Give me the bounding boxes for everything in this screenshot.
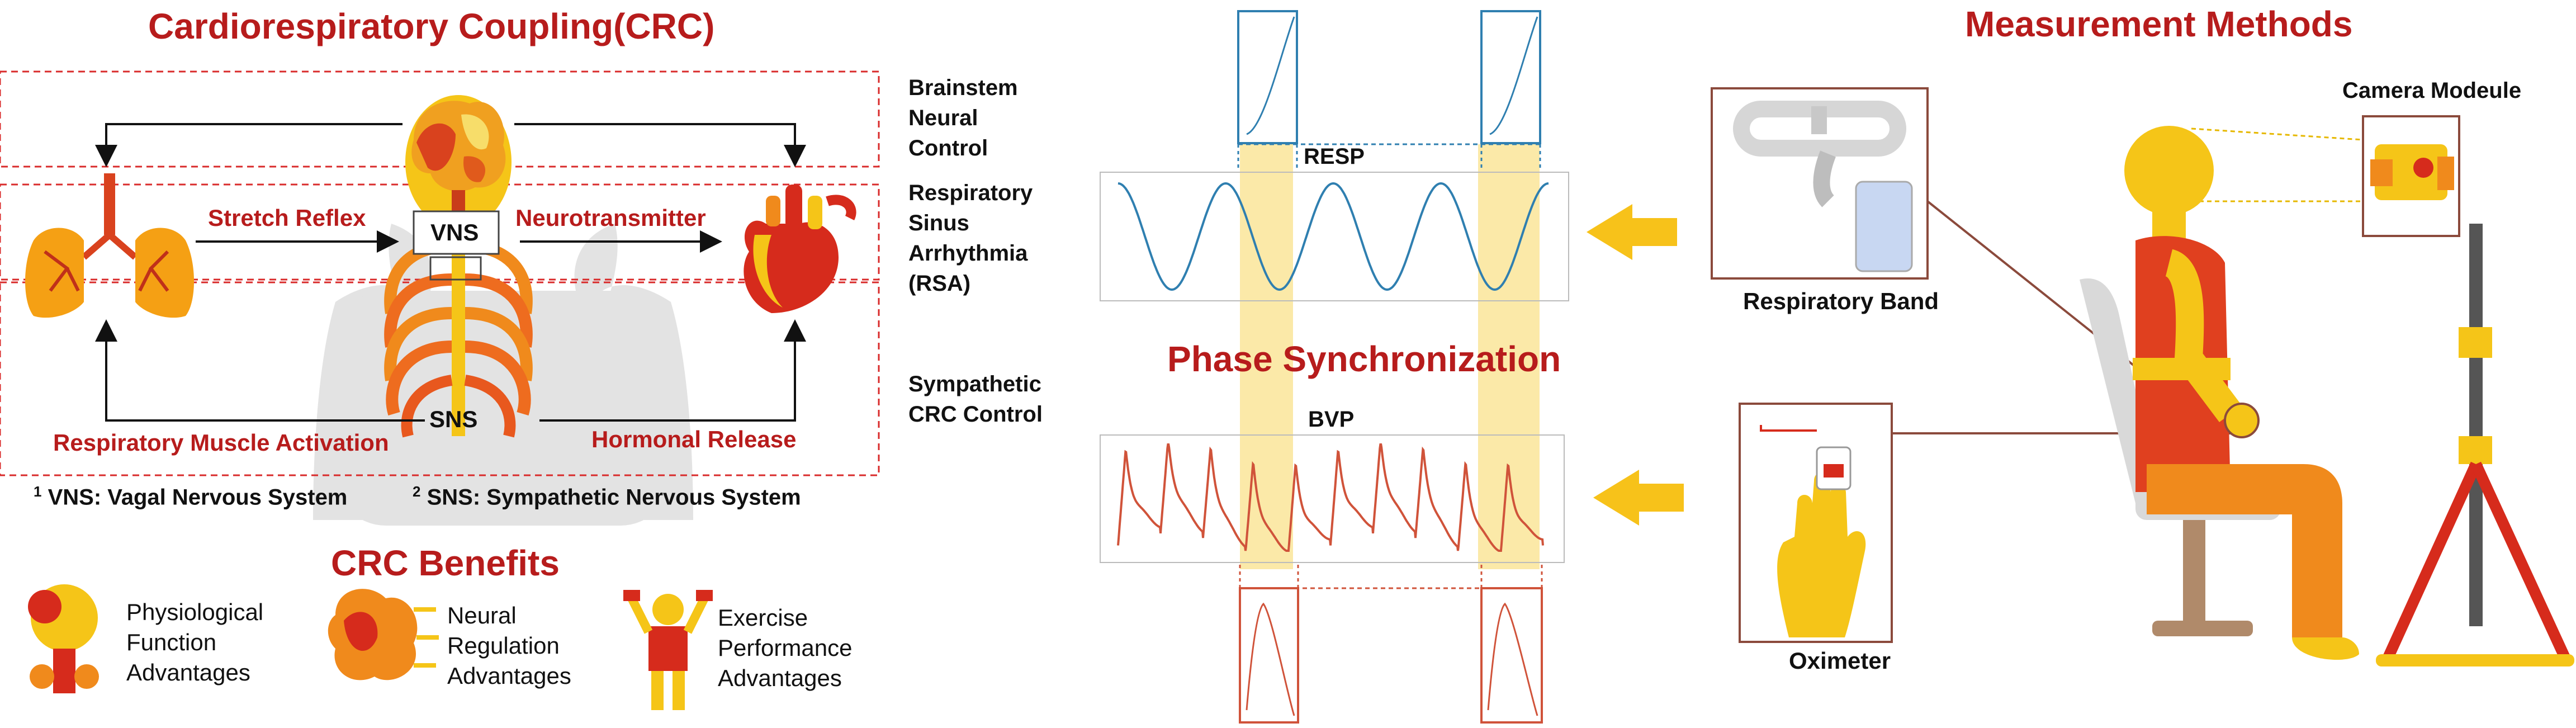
resp-arrow-icon xyxy=(1587,204,1677,260)
resp-plot-frame xyxy=(1100,172,1569,301)
crc-panel xyxy=(0,70,880,526)
lungs-icon xyxy=(25,173,194,318)
brainstem-line1: Brainstem xyxy=(908,75,1018,100)
footnote-sns-marker: 2 xyxy=(413,483,421,500)
neural-icon xyxy=(328,589,439,680)
bvp-plot-frame xyxy=(1100,434,1565,563)
vns-connector-box xyxy=(429,256,482,281)
oximeter-icon xyxy=(1760,425,1866,637)
sympathetic-line2: CRC Control xyxy=(908,402,1043,427)
resp-muscle-label: Respiratory Muscle Activation xyxy=(53,429,389,456)
resp-band-label: Respiratory Band xyxy=(1743,288,1939,314)
phase-sync-title: Phase Synchronization xyxy=(1167,339,1561,379)
resp-zoom-box-1 xyxy=(1237,10,1298,144)
hormonal-release-label: Hormonal Release xyxy=(591,426,797,452)
sympathetic-label: Sympathetic CRC Control xyxy=(908,369,1043,429)
stretch-reflex-label: Stretch Reflex xyxy=(208,205,366,231)
resp-band-icon xyxy=(1733,101,1913,272)
sns-to-heart-arrow xyxy=(539,319,806,422)
benefit-exercise-line2: Performance xyxy=(718,635,853,661)
benefit-physiological: Physiological Function Advantages xyxy=(126,597,263,688)
vns-box xyxy=(413,210,500,255)
benefit-exercise: Exercise Performance Advantages xyxy=(718,603,852,693)
sync-band-1 xyxy=(1240,144,1293,569)
rsa-line1: Respiratory xyxy=(908,181,1033,205)
benefits-title: CRC Benefits xyxy=(331,543,560,583)
camera-icon xyxy=(2370,144,2454,200)
person-icon xyxy=(2124,126,2359,660)
benefit-neural: Neural Regulation Advantages xyxy=(447,601,571,691)
bvp-zoom-box-2 xyxy=(1480,587,1543,724)
bvp-zoom-box-1 xyxy=(1239,587,1299,724)
sns-label: SNS xyxy=(429,406,478,432)
heart-icon xyxy=(744,185,856,313)
resp-waveform xyxy=(1117,182,1549,291)
footnote-vns-marker: 1 xyxy=(34,483,42,500)
benefit-physiological-line2: Function xyxy=(126,629,217,655)
signals-panel xyxy=(1100,10,1684,724)
footnote-sns: 2 SNS: Sympathetic Nervous System xyxy=(413,483,801,510)
brainstem-line2: Neural xyxy=(908,106,978,130)
brain-to-heart-arrow xyxy=(514,123,806,167)
rsa-line3: Arrhythmia xyxy=(908,241,1028,266)
crc-title: Cardiorespiratory Coupling(CRC) xyxy=(148,6,715,46)
exercise-icon xyxy=(623,590,713,710)
footnote-vns-text: VNS: Vagal Nervous System xyxy=(48,485,348,510)
neurotransmitter-label: Neurotransmitter xyxy=(515,205,706,231)
benefit-physiological-line1: Physiological xyxy=(126,599,264,625)
sympathetic-line1: Sympathetic xyxy=(908,372,1041,396)
measurement-panel xyxy=(1711,87,2574,666)
footnote-vns: 1 VNS: Vagal Nervous System xyxy=(34,483,347,510)
rsa-line4: (RSA) xyxy=(908,271,971,296)
benefit-exercise-line1: Exercise xyxy=(718,604,808,631)
sns-to-lungs-arrow xyxy=(95,319,425,422)
resp-label: RESP xyxy=(1304,144,1365,169)
benefit-neural-line1: Neural xyxy=(447,602,517,628)
rsa-line2: Sinus xyxy=(908,211,969,235)
tripod-icon xyxy=(2376,224,2574,666)
brainstem-label: Brainstem Neural Control xyxy=(908,73,1018,163)
bvp-label: BVP xyxy=(1308,407,1355,432)
resp-zoom-box-2 xyxy=(1480,10,1541,144)
measurement-title: Measurement Methods xyxy=(1965,4,2353,44)
rsa-label: Respiratory Sinus Arrhythmia (RSA) xyxy=(908,178,1033,299)
footnote-sns-text: SNS: Sympathetic Nervous System xyxy=(427,485,801,510)
vns-label: VNS xyxy=(430,219,479,245)
camera-label: Camera Modeule xyxy=(2342,78,2522,103)
bvp-waveform xyxy=(1117,443,1544,552)
oximeter-label: Oximeter xyxy=(1789,647,1891,674)
benefit-neural-line2: Regulation xyxy=(447,632,560,659)
benefit-exercise-line3: Advantages xyxy=(718,665,842,691)
brain-icon xyxy=(405,95,512,229)
benefit-neural-line3: Advantages xyxy=(447,663,571,689)
brain-to-lungs-arrow xyxy=(95,123,402,167)
brainstem-line3: Control xyxy=(908,136,988,160)
bvp-arrow-icon xyxy=(1593,470,1684,526)
benefit-physiological-line3: Advantages xyxy=(126,659,250,686)
physiological-icon xyxy=(28,584,99,693)
